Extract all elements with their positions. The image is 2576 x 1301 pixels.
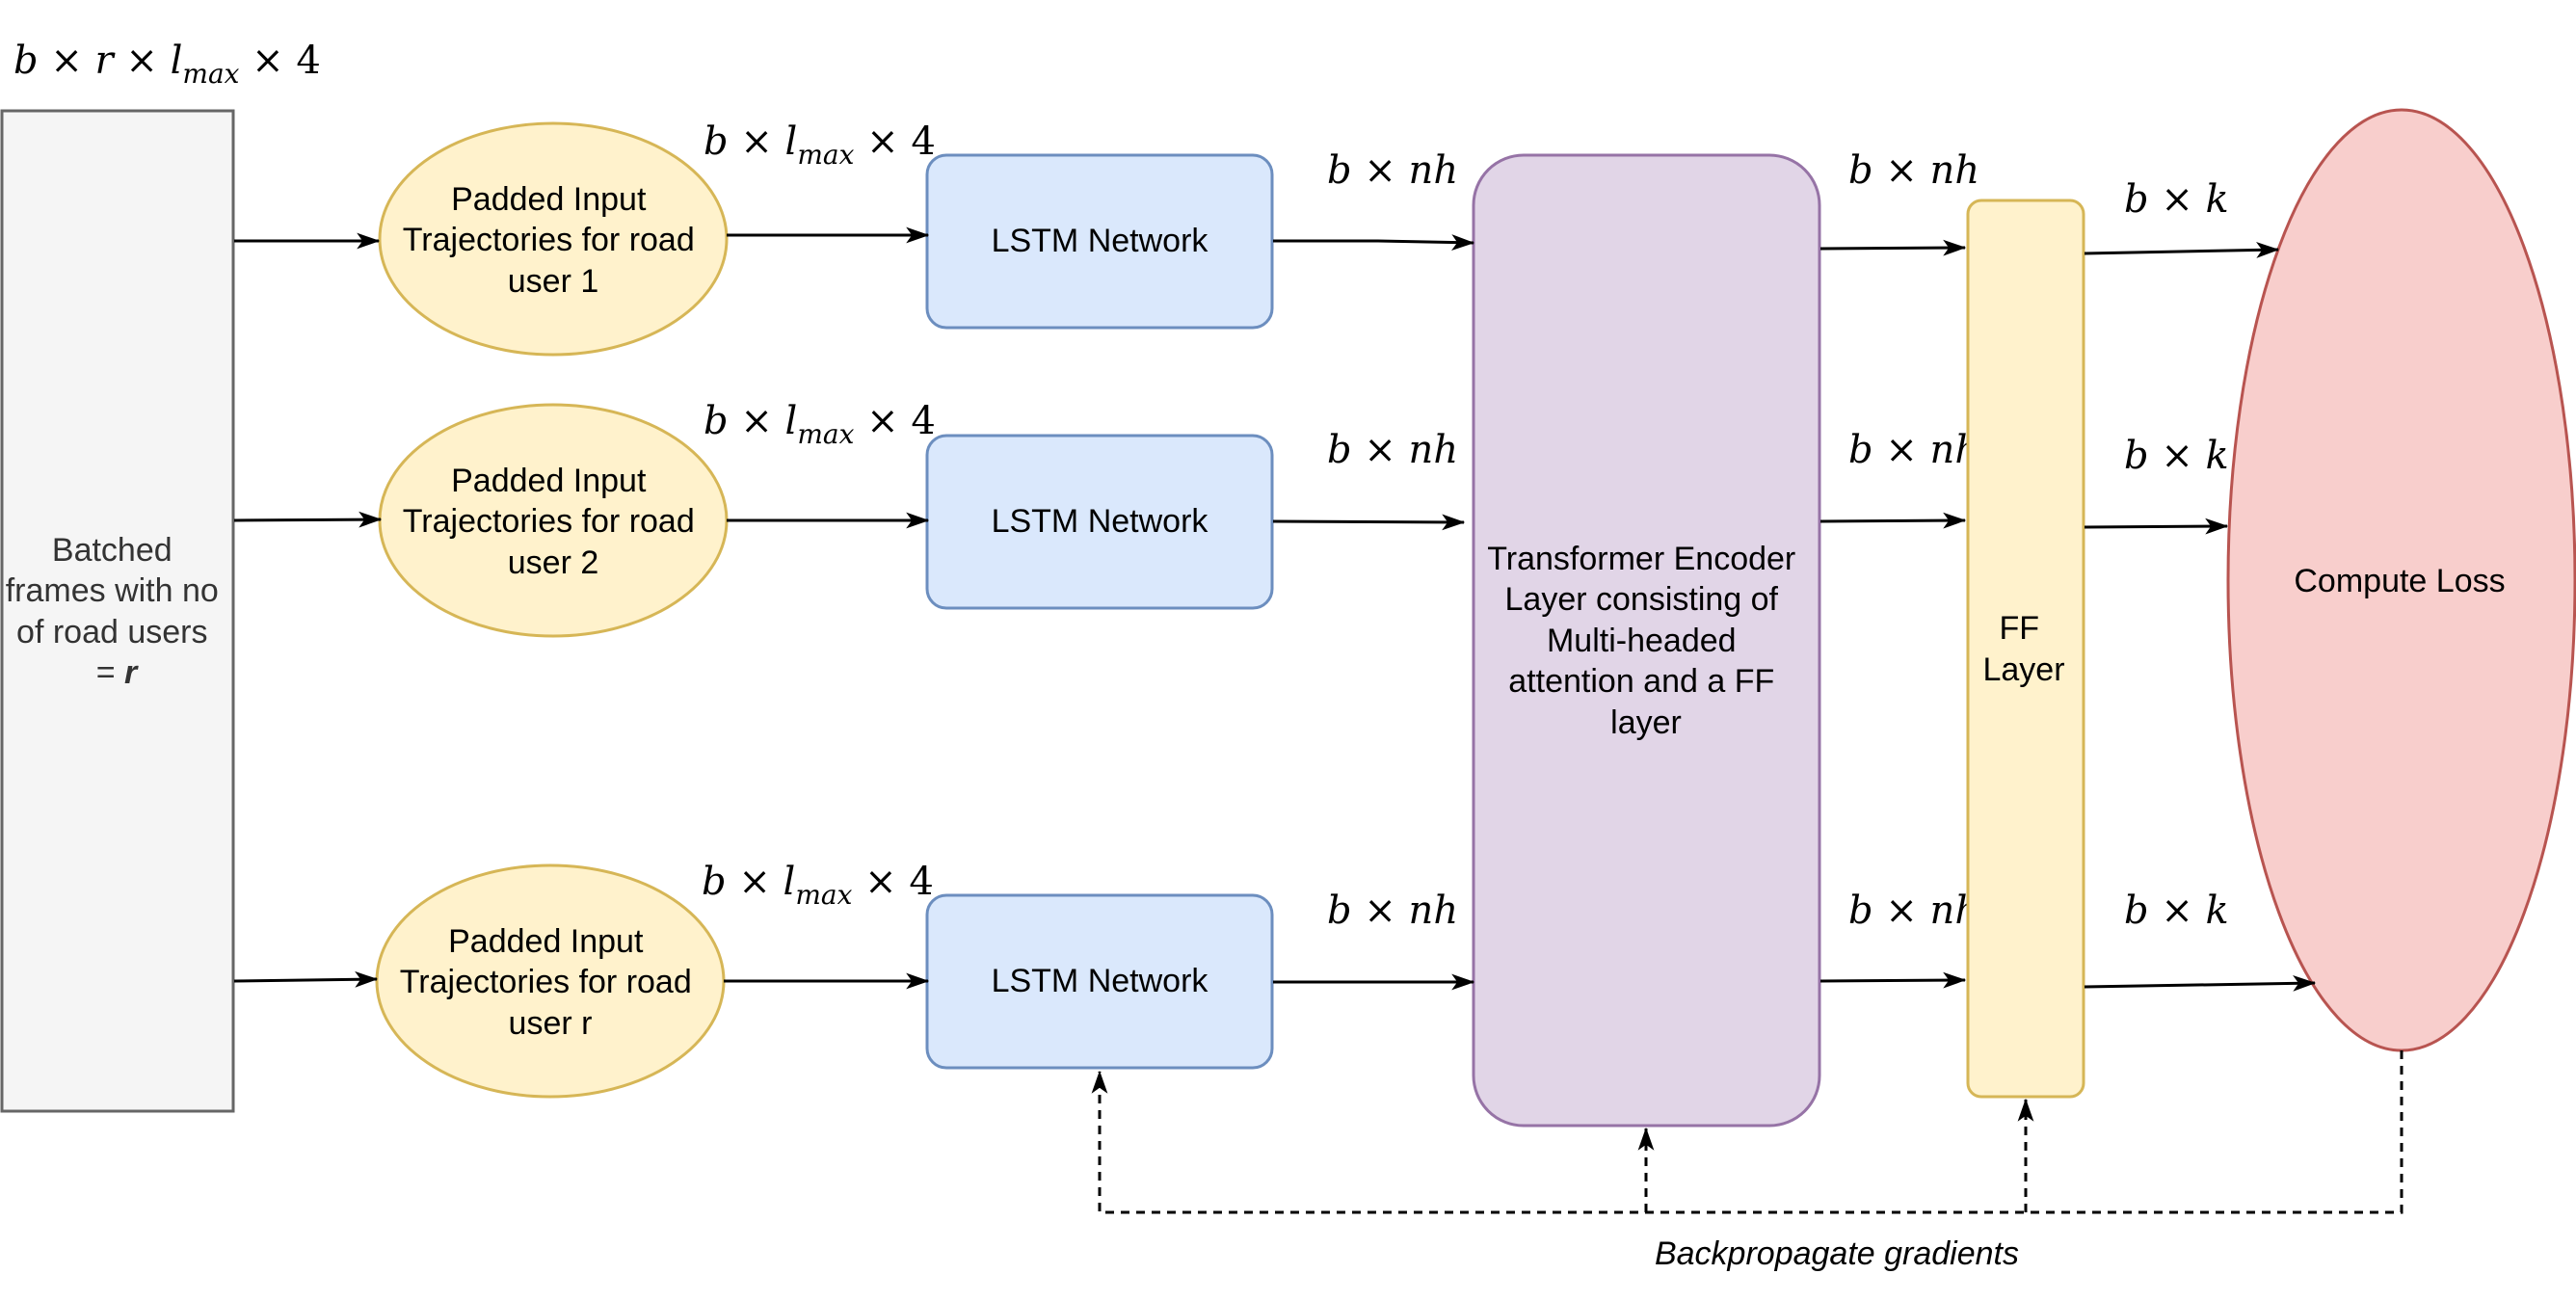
padded-input-user-r-label: Padded Input Trajectories for road user …	[400, 923, 701, 1042]
batched-frames-label: Batched frames with no of road users = r	[6, 532, 228, 691]
ff-layer-label: FF Layer	[1982, 610, 2064, 688]
ff-out-dim-r: b × k	[2124, 889, 2229, 933]
input-dim-label-r: b × lmax × 4	[702, 860, 934, 911]
backprop-paths	[1091, 1050, 2403, 1214]
transformer-encoder-layer	[1472, 153, 1821, 1128]
ff-out-dim-2: b × k	[2124, 434, 2229, 478]
arrow-ff-to-loss-2	[2084, 518, 2229, 535]
padded-input-user-2-label: Padded Input Trajectories for road user …	[403, 463, 704, 581]
transformer-encoder-label: Transformer Encoder Layer consisting of …	[1487, 541, 1804, 741]
arrow-ff-to-loss-1	[2084, 242, 2280, 258]
lstm-out-dim-1: b × nh	[1327, 148, 1458, 193]
input-dim-label-1: b × lmax × 4	[704, 119, 936, 171]
transformer-out-dim-r: b × nh	[1848, 889, 1979, 933]
lstm-network-r-label: LSTM Network	[992, 963, 1209, 999]
transformer-out-dim-1: b × nh	[1848, 148, 1979, 193]
arrow-lstm-2-to-transformer	[1272, 514, 1466, 531]
input-dim-label-2: b × lmax × 4	[704, 399, 936, 450]
lstm-out-dim-r: b × nh	[1327, 889, 1458, 933]
arrow-transformer-to-ff-r	[1819, 971, 1967, 989]
batch-shape-label: b × r × lmax × 4	[13, 39, 321, 90]
ff-layer	[1966, 199, 2085, 1099]
forward-arrows	[233, 226, 2317, 992]
lstm-network-1-label: LSTM Network	[992, 223, 1209, 259]
backprop-to-lstm	[1091, 1050, 2403, 1214]
padded-input-user-1-label: Padded Input Trajectories for road user …	[403, 181, 704, 300]
ff-out-dim-1: b × k	[2124, 177, 2229, 222]
arrow-batch-to-input-r	[233, 970, 379, 988]
transformer-out-dim-2: b × nh	[1848, 428, 1979, 472]
arrow-transformer-to-ff-2	[1819, 512, 1967, 529]
lstm-out-dim-2: b × nh	[1327, 428, 1458, 472]
batched-frames-box	[0, 109, 235, 1113]
arrow-lstm-1-to-transformer	[1273, 234, 1475, 251]
arrow-batch-to-input-2	[233, 511, 383, 528]
compute-loss-label: Compute Loss	[2294, 563, 2505, 599]
arrow-transformer-to-ff-1	[1819, 239, 1967, 256]
backprop-caption: Backpropagate gradients	[1655, 1235, 2019, 1272]
arrow-ff-to-loss-r	[2084, 974, 2317, 992]
lstm-network-2-label: LSTM Network	[992, 503, 1209, 540]
